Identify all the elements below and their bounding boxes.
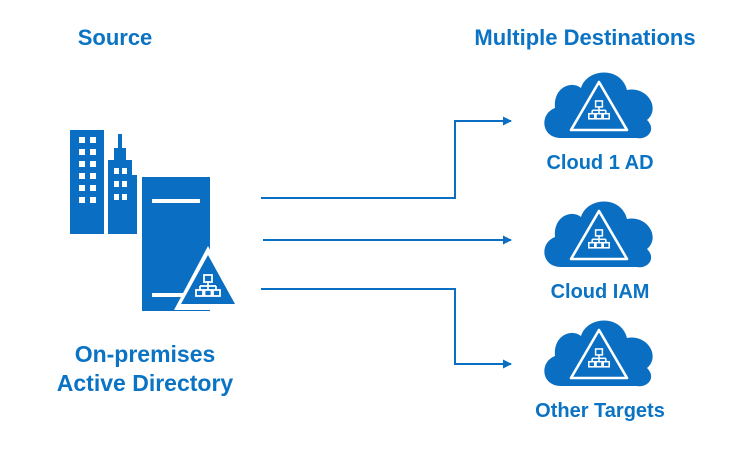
arrow-to-other-targets — [261, 288, 512, 369]
source-label-line2: Active Directory — [56, 370, 234, 396]
cloud-directory-icon — [544, 321, 652, 387]
source-heading: Source — [77, 25, 153, 50]
destination-label-cloud-1-ad: Cloud 1 AD — [546, 152, 654, 174]
cloud-directory-icon — [544, 73, 652, 139]
arrow-to-cloud-1-ad — [261, 116, 512, 199]
directory-tree-icon — [174, 246, 242, 310]
source-label-line1: On-premises — [74, 341, 216, 367]
destination-label-cloud-iam: Cloud IAM — [550, 281, 650, 303]
office-buildings-icon — [70, 130, 137, 234]
connector-lines — [261, 116, 512, 369]
destinations-heading: Multiple Destinations — [474, 25, 696, 50]
destination-label-other-targets: Other Targets — [535, 400, 665, 422]
cloud-directory-icon — [544, 202, 652, 268]
